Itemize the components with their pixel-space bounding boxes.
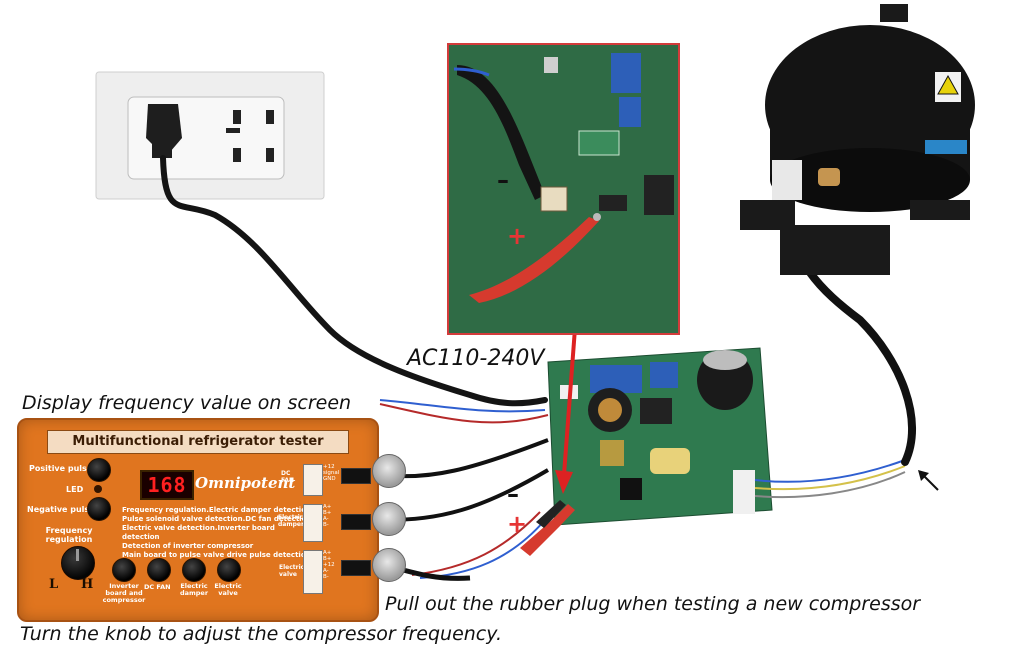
dc-fan-label: DC FAN: [144, 583, 171, 591]
pin-label: A-: [323, 568, 329, 574]
cable-gland-bottom: [372, 548, 406, 582]
cable-gland-top: [372, 454, 406, 488]
feature-line: Main board to pulse valve drive pulse de…: [122, 551, 311, 559]
rubber-plug-caption: Pull out the rubber plug when testing a …: [385, 593, 921, 615]
inset-clip-closeup: [447, 43, 680, 335]
dc-fan-button[interactable]: [147, 558, 171, 582]
electric-damper-button[interactable]: [182, 558, 206, 582]
valve-connector[interactable]: [303, 550, 323, 594]
power-plug: [146, 104, 182, 158]
electric-valve-button[interactable]: [217, 558, 241, 582]
compressor: [740, 4, 975, 275]
pin-label: A+: [323, 504, 332, 510]
pin-label: B-: [323, 522, 329, 528]
pin-label: B+: [323, 510, 332, 516]
negative-pulse-label: Negative pulse: [27, 505, 95, 514]
damper-pins: A+ B+ A- B-: [323, 504, 331, 528]
board-negative-symbol: –: [507, 480, 519, 508]
feature-line: Electric valve detection.Inverter board …: [122, 524, 275, 541]
damper-connector[interactable]: [303, 504, 323, 542]
tester-title: Multifunctional refrigerator tester: [47, 430, 349, 454]
negative-pulse-button[interactable]: [87, 497, 111, 521]
inverter-board-button[interactable]: [112, 558, 136, 582]
led-label: LED: [66, 485, 84, 494]
dc-fan-connector[interactable]: [303, 464, 323, 496]
valve-pins: A+ B+ +12 A- B-: [323, 550, 335, 580]
valve-socket[interactable]: [341, 560, 371, 576]
positive-pulse-button[interactable]: [87, 458, 111, 482]
positive-pulse-label: Positive pulse: [29, 464, 93, 473]
electric-valve-label: Electric valve: [214, 582, 242, 597]
pin-label: B-: [323, 574, 329, 580]
frequency-knob[interactable]: [61, 546, 95, 580]
damper-socket[interactable]: [341, 514, 371, 530]
knob-high-mark: H: [81, 577, 94, 592]
voltage-caption: AC110-240V: [407, 346, 545, 371]
pin-label: GND: [323, 476, 336, 482]
pin-label: signal: [323, 470, 340, 476]
feature-line: Detection of inverter compressor: [122, 542, 254, 550]
clip-closeup-illustration: [449, 45, 678, 333]
feature-line: Frequency regulation.Electric damper det…: [122, 506, 311, 514]
frequency-regulation-label: Frequency regulation: [45, 526, 93, 544]
pin-label: A+: [323, 550, 332, 556]
wall-outlet: [95, 71, 325, 200]
pin-label: +12: [323, 464, 335, 470]
knob-low-mark: L: [49, 577, 59, 592]
cable-gland-middle: [372, 502, 406, 536]
inverter-board-label: Inverter board and compressor: [102, 582, 146, 604]
pin-label: +12: [323, 562, 335, 568]
power-cord: [160, 155, 548, 407]
dc-fan-pins: +12 signal GND: [323, 464, 339, 482]
brand-label: Omnipotent: [195, 474, 296, 492]
inset-positive-symbol: +: [507, 222, 528, 250]
valve-connector-label: Electric valve: [279, 564, 305, 578]
dc-fan-socket[interactable]: [341, 468, 371, 484]
display-caption: Display frequency value on screen: [22, 392, 352, 414]
led-indicator: [94, 485, 102, 493]
feature-line: Pulse solenoid valve detection.DC fan de…: [122, 515, 312, 523]
feature-list: Frequency regulation.Electric damper det…: [122, 506, 312, 560]
electric-damper-label: Electric damper: [179, 582, 209, 597]
inverter-board: [547, 347, 773, 526]
damper-connector-label: Electric damper: [278, 514, 304, 528]
dc-fan-connector-label: DC FAN: [281, 470, 295, 484]
refrigerator-tester: Multifunctional refrigerator tester Posi…: [17, 418, 379, 622]
pin-label: A-: [323, 516, 329, 522]
knob-caption: Turn the knob to adjust the compressor f…: [20, 623, 503, 645]
frequency-display: 168: [140, 470, 194, 500]
board-positive-symbol: +: [507, 510, 528, 538]
inset-negative-symbol: –: [497, 166, 509, 194]
pin-label: B+: [323, 556, 332, 562]
